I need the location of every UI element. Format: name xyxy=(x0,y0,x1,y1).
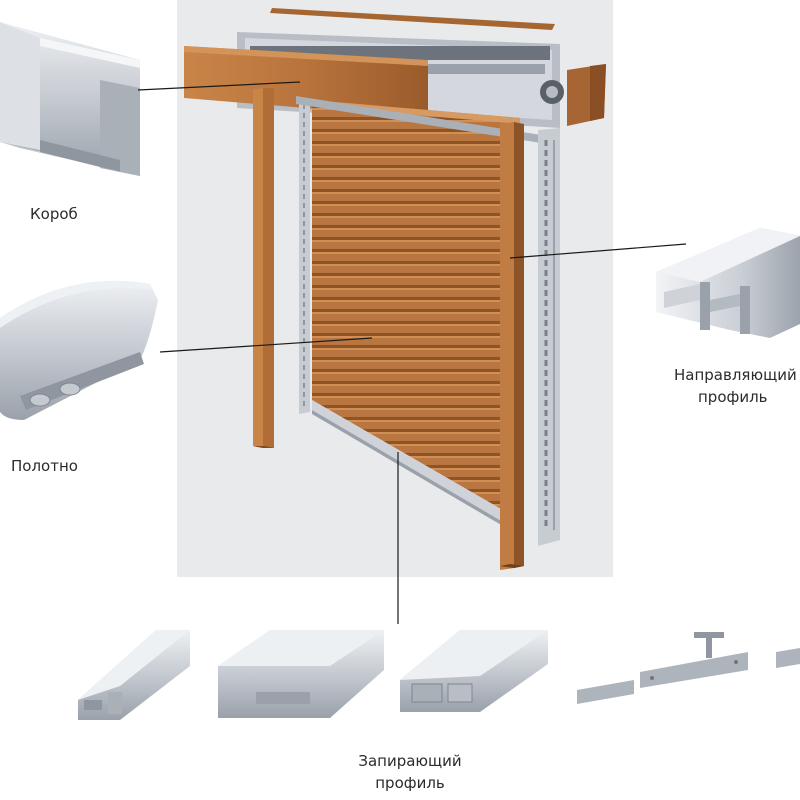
locking-profile-2 xyxy=(218,630,384,718)
label-curtain: Полотно xyxy=(11,457,78,475)
leader-line-curtain xyxy=(159,337,373,353)
locking-profile-3 xyxy=(400,630,548,712)
label-guide-line1: Направляющий xyxy=(674,366,797,384)
leader-line-box xyxy=(137,81,301,91)
left-guide-rail xyxy=(299,100,310,414)
label-lock-line2: профиль xyxy=(375,774,445,792)
slat-profile-illustration xyxy=(0,280,158,420)
leader-line-guide xyxy=(509,243,687,259)
label-box: Короб xyxy=(30,205,78,223)
locking-profile-1 xyxy=(78,630,190,720)
label-locking-profile: Запирающий профиль xyxy=(340,750,480,794)
right-wooden-post xyxy=(500,122,524,570)
guide-profile-illustration xyxy=(656,228,800,338)
label-guide-line2: профиль xyxy=(698,388,768,406)
curtain-slats xyxy=(312,100,520,536)
top-cover-strip xyxy=(270,8,555,30)
right-guide-rail xyxy=(538,128,560,546)
locking-strap-illustration xyxy=(577,632,800,704)
label-lock-line1: Запирающий xyxy=(358,752,462,770)
top-shaft xyxy=(296,96,560,146)
left-wooden-post xyxy=(253,88,274,448)
label-guide-profile: Направляющий профиль xyxy=(660,364,800,408)
box-profile-illustration xyxy=(0,22,140,176)
